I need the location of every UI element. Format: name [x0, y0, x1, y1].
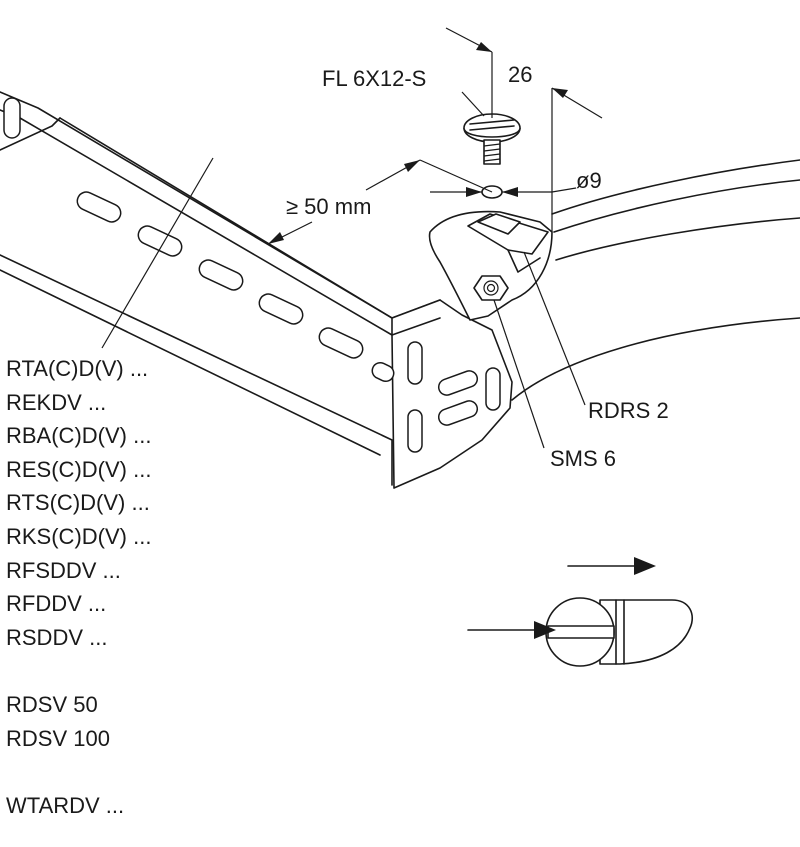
orientation-detail: [467, 557, 694, 667]
dimension-lines: [267, 27, 603, 245]
list-spacer: [6, 755, 151, 789]
sms-label: SMS 6: [550, 446, 616, 471]
part-number: RFSDDV ...: [6, 557, 121, 583]
part-number: RTA(C)D(V) ...: [6, 356, 149, 381]
part-number: RDSV 50: [6, 691, 98, 717]
curved-bend: [511, 159, 800, 401]
nut-sms6: [473, 275, 509, 301]
distance-label: ≥ 50 mm: [286, 194, 371, 219]
screw-fl6x12s: [463, 113, 521, 165]
part-number: RKS(C)D(V) ...: [6, 523, 152, 549]
connector-bracket: [428, 210, 553, 321]
cable-tray: [0, 91, 513, 489]
part-number-list: RTA(C)D(V) ... REKDV ... RBA(C)D(V) ... …: [6, 352, 151, 822]
part-number: WTARDV ...: [6, 792, 125, 818]
part-number: RES(C)D(V) ...: [6, 456, 152, 482]
part-number: RDSV 100: [6, 725, 110, 751]
part-number: RFDDV ...: [6, 591, 107, 617]
part-number: RBA(C)D(V) ...: [6, 423, 152, 449]
part-number: RTS(C)D(V) ...: [6, 490, 150, 516]
part-number: REKDV ...: [6, 389, 107, 415]
list-spacer: [6, 654, 151, 688]
dimension-26-label: 26: [508, 62, 532, 87]
part-number: RSDDV ...: [6, 624, 108, 650]
dimension-diameter-label: ø9: [576, 168, 602, 193]
rdrs-label: RDRS 2: [588, 398, 669, 423]
leader-lines: [101, 91, 586, 449]
tray-slots: [76, 191, 395, 383]
screw-label: FL 6X12-S: [322, 66, 426, 91]
